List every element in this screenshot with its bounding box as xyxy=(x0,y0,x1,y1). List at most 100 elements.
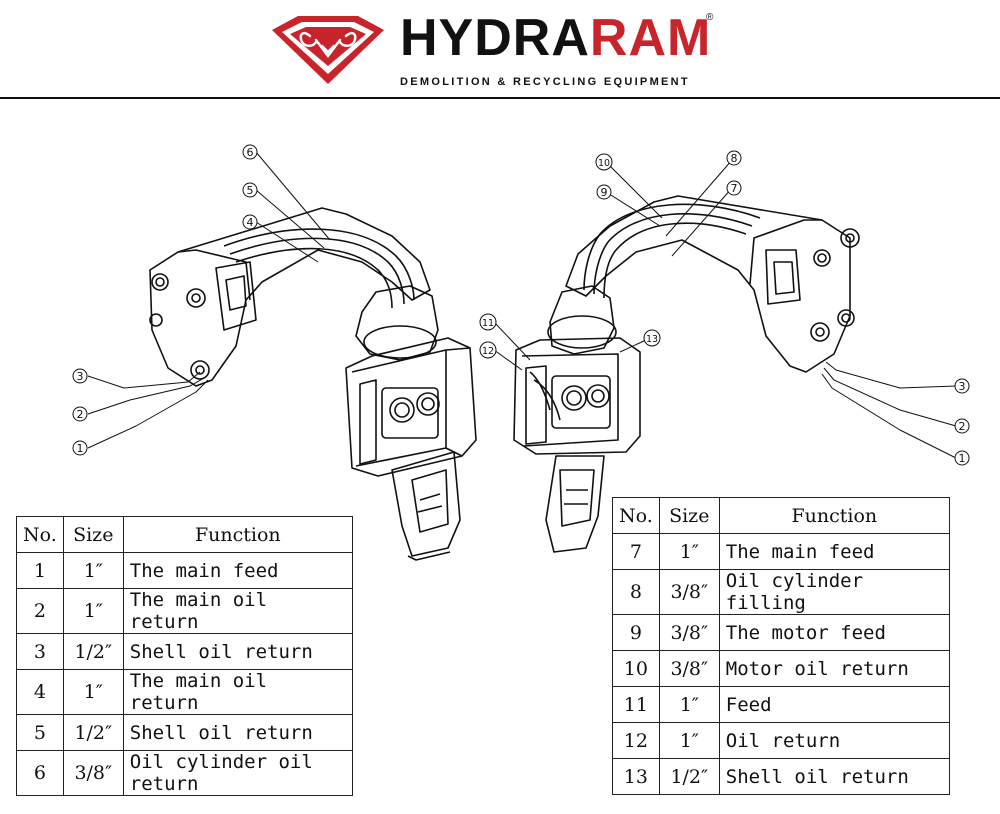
brand-tagline: DEMOLITION & RECYCLING EQUIPMENT xyxy=(400,76,690,88)
cell-size: 1″ xyxy=(658,722,720,759)
cell-function: Shell oil return xyxy=(122,714,353,751)
callout-marker: 10 xyxy=(595,153,613,171)
cell-no: 8 xyxy=(612,569,660,615)
cell-no: 1 xyxy=(16,552,64,589)
cell-function: Shell oil return xyxy=(718,758,950,795)
callout-label: 4 xyxy=(247,216,254,229)
callout-label: 1 xyxy=(959,452,966,465)
callout-label: 11 xyxy=(482,318,494,329)
callout-label: 9 xyxy=(601,186,608,199)
cell-function: The motor feed xyxy=(718,614,950,651)
header-no: No. xyxy=(612,497,660,534)
cell-size: 3/8″ xyxy=(62,750,124,796)
header-no: No. xyxy=(16,516,64,553)
cell-no: 3 xyxy=(16,633,64,670)
cell-function: The main oil return xyxy=(122,588,353,634)
header-divider xyxy=(0,97,1000,99)
cell-function: Motor oil return xyxy=(718,650,950,687)
callout-marker: 5 xyxy=(242,182,258,198)
callout-marker: 9 xyxy=(596,184,612,200)
cell-size: 1″ xyxy=(62,552,124,589)
callout-marker: 8 xyxy=(726,150,742,166)
cell-function: Oil cylinder oil return xyxy=(122,750,353,796)
right-boom-arm xyxy=(565,195,860,373)
cell-size: 1″ xyxy=(658,686,720,723)
brand-name-part2: RAM xyxy=(589,9,712,67)
registered-mark: ® xyxy=(706,12,714,23)
left-boom-arm xyxy=(149,207,431,387)
cell-no: 9 xyxy=(612,614,660,651)
callout-marker: 3 xyxy=(954,378,970,394)
ram-logo-icon xyxy=(272,16,384,84)
callout-label: 13 xyxy=(646,334,658,345)
header-size: Size xyxy=(62,516,124,553)
callout-label: 5 xyxy=(247,184,254,197)
callout-marker: 11 xyxy=(479,313,497,331)
cell-function: Oil return xyxy=(718,722,950,759)
table-header-row: No. Size Function xyxy=(16,516,353,553)
callout-label: 2 xyxy=(77,408,84,421)
left-vibro-head xyxy=(345,285,477,561)
callout-marker: 2 xyxy=(954,418,970,434)
cell-function: The main feed xyxy=(718,533,950,570)
callout-marker: 12 xyxy=(479,341,497,359)
cell-function: The main oil return xyxy=(122,669,353,715)
left-callouts: 1 2 3 4 5 6 xyxy=(72,144,258,456)
right-callouts: 1 2 3 7 8 9 10 11 12 13 xyxy=(479,150,970,466)
cell-no: 10 xyxy=(612,650,660,687)
callout-marker: 2 xyxy=(72,406,88,422)
callout-marker: 6 xyxy=(242,144,258,160)
cell-size: 1″ xyxy=(658,533,720,570)
cell-no: 5 xyxy=(16,714,64,751)
callout-marker: 4 xyxy=(242,214,258,230)
callout-label: 1 xyxy=(77,442,84,455)
cell-function: Shell oil return xyxy=(122,633,353,670)
callout-label: 10 xyxy=(598,158,610,169)
header-function: Function xyxy=(122,516,353,553)
cell-no: 4 xyxy=(16,669,64,715)
callout-leaders xyxy=(87,151,957,459)
cell-no: 7 xyxy=(612,533,660,570)
cell-size: 1″ xyxy=(62,588,124,634)
cell-no: 13 xyxy=(612,758,660,795)
callout-label: 7 xyxy=(731,182,738,195)
cell-function: Feed xyxy=(718,686,950,723)
header-function: Function xyxy=(718,497,950,534)
header: HYDRARAM ® DEMOLITION & RECYCLING EQUIPM… xyxy=(0,0,1000,100)
cell-size: 1/2″ xyxy=(62,633,124,670)
cell-no: 11 xyxy=(612,686,660,723)
cell-no: 2 xyxy=(16,588,64,634)
cell-size: 1/2″ xyxy=(62,714,124,751)
cell-size: 3/8″ xyxy=(658,614,720,651)
cell-function: The main feed xyxy=(122,552,353,589)
cell-size: 3/8″ xyxy=(658,650,720,687)
cell-size: 1″ xyxy=(62,669,124,715)
right-vibro-head xyxy=(513,285,641,553)
callout-label: 12 xyxy=(482,346,494,357)
callout-marker: 1 xyxy=(72,440,88,456)
callout-label: 3 xyxy=(959,380,966,393)
callout-marker: 3 xyxy=(72,368,88,384)
callout-marker: 1 xyxy=(954,450,970,466)
cell-no: 12 xyxy=(612,722,660,759)
cell-no: 6 xyxy=(16,750,64,796)
callout-label: 2 xyxy=(959,420,966,433)
callout-label: 8 xyxy=(731,152,738,165)
cell-size: 3/8″ xyxy=(658,569,720,615)
header-size: Size xyxy=(658,497,720,534)
cell-function: Oil cylinder filling xyxy=(718,569,950,615)
cell-size: 1/2″ xyxy=(658,758,720,795)
